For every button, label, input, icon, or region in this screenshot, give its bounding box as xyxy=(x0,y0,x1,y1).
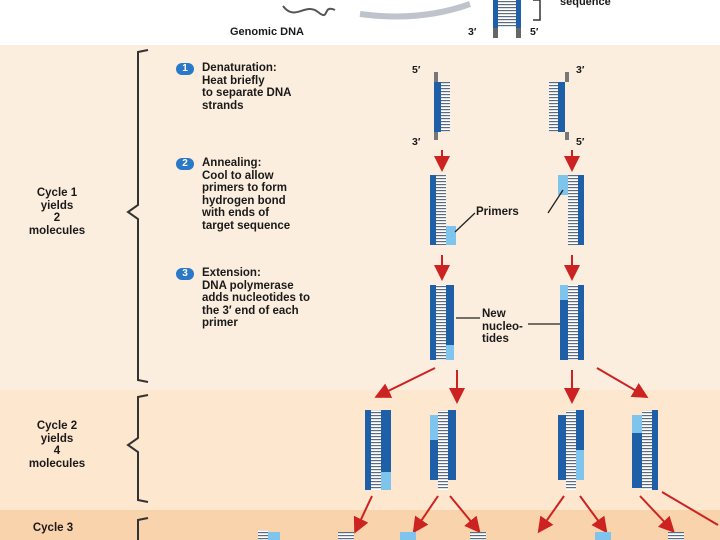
arrow-c3-1 xyxy=(353,495,373,534)
step2-left-strand xyxy=(430,175,456,245)
header-dna-segment xyxy=(493,0,521,38)
cycle1-label: Cycle 1 yields 2 molecules xyxy=(28,187,86,237)
arrow-c3-5 xyxy=(579,495,608,534)
arrow-c3-4 xyxy=(537,495,565,534)
cycle2-label: Cycle 2 yields 4 molecules xyxy=(28,420,86,470)
step3-number-badge: 3 xyxy=(176,268,194,280)
strand-end-left-top: 5′ xyxy=(412,64,421,76)
cycle2-duplex-1 xyxy=(365,410,391,490)
step3-left-duplex xyxy=(430,285,454,360)
cycle3-label: Cycle 3 xyxy=(32,522,74,534)
cycle2-brace xyxy=(126,394,149,503)
cycle2-band xyxy=(0,390,720,510)
header-end-5: 5′ xyxy=(530,26,539,38)
arrow-c3-3 xyxy=(449,495,481,534)
strand-end-right-bottom: 5′ xyxy=(576,136,585,148)
header-band xyxy=(0,0,720,45)
cycle2-duplex-3 xyxy=(558,410,584,490)
cycle3-duplex-tops xyxy=(258,530,684,540)
primer-pointer-right xyxy=(547,189,564,214)
step2-right-strand xyxy=(558,175,584,245)
step1-text: Denaturation: Heat briefly to separate D… xyxy=(202,62,292,112)
sequence-bracket xyxy=(533,0,541,21)
cycle1-band xyxy=(0,45,720,390)
header-end-3: 3′ xyxy=(468,26,477,38)
step3-right-duplex xyxy=(560,285,584,360)
step3-text: Extension: DNA polymerase adds nucleotid… xyxy=(202,267,310,329)
cycle2-duplex-4 xyxy=(632,410,658,490)
step2-text: Annealing: Cool to allow primers to form… xyxy=(202,157,291,232)
header-curved-arrow xyxy=(359,1,472,20)
arrow-c2-1 xyxy=(374,367,436,398)
new-nucleotides-label: New nucleo- tides xyxy=(482,308,523,345)
cycle2-duplex-2 xyxy=(430,410,456,490)
arrow-c3-6 xyxy=(639,495,675,533)
genomic-dna-squiggle xyxy=(282,5,336,17)
step1-number-badge: 1 xyxy=(176,63,194,75)
step1-right-strand xyxy=(549,72,569,140)
arrow-c2-4 xyxy=(596,367,649,399)
cycle3-brace xyxy=(137,517,149,540)
sequence-label: sequence xyxy=(560,0,611,8)
strand-end-right-top: 3′ xyxy=(576,64,585,76)
strand-end-left-bottom: 3′ xyxy=(412,136,421,148)
step2-number-badge: 2 xyxy=(176,158,194,170)
arrow-c3-7 xyxy=(661,491,719,526)
cycle1-brace xyxy=(126,49,149,383)
genomic-dna-label: Genomic DNA xyxy=(230,26,304,38)
step1-left-strand xyxy=(434,72,450,140)
primer-pointer-left xyxy=(454,212,476,233)
primers-label: Primers xyxy=(476,206,519,218)
arrow-c3-2 xyxy=(412,495,439,534)
